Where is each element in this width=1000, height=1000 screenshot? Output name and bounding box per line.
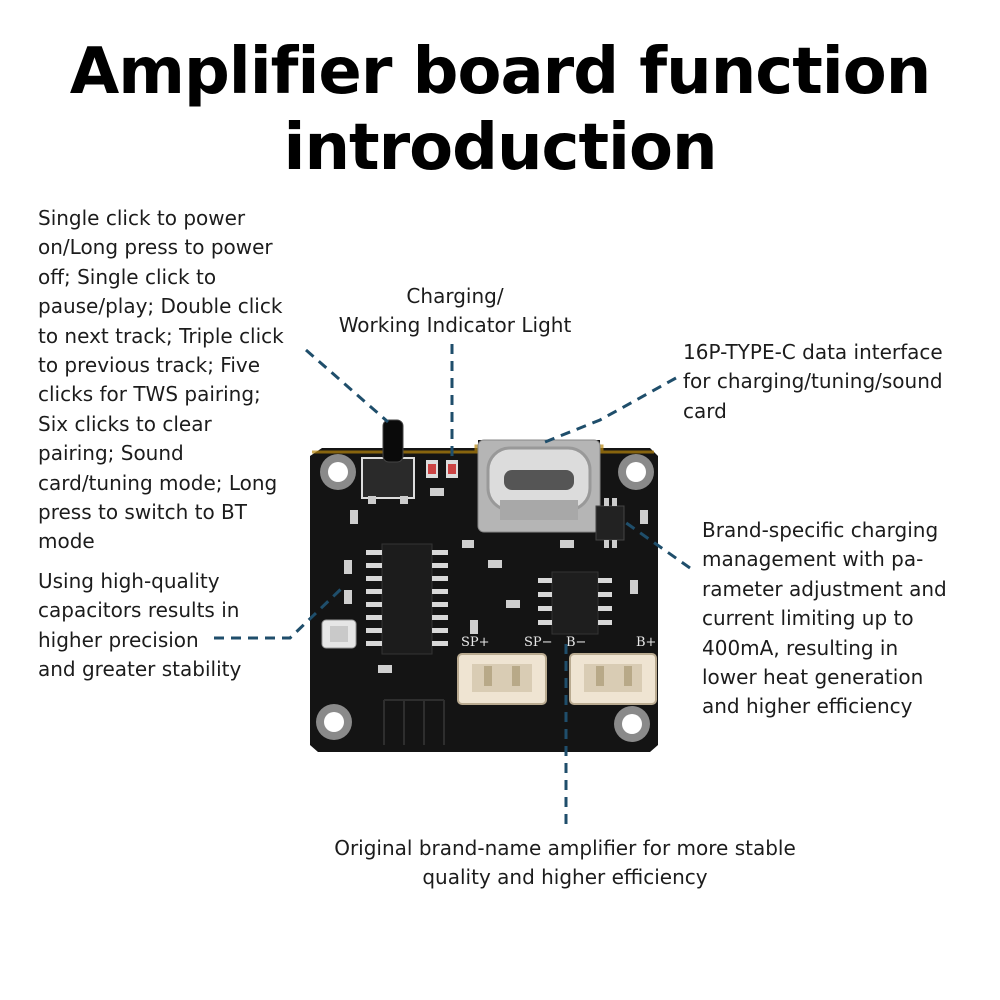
page-title-line-1: Amplifier board function <box>69 35 932 109</box>
power-button <box>361 419 415 504</box>
page-title: Amplifier board function introduction <box>0 34 1000 186</box>
note-power-button: Single click to power on/Long press to p… <box>38 206 284 554</box>
note-capacitors: Using high-quality capacitors results in… <box>38 569 242 682</box>
mounting-hole <box>618 454 654 490</box>
mounting-hole <box>316 704 352 740</box>
antenna-traces <box>383 699 445 745</box>
charging-chip <box>595 498 625 548</box>
silk-sp-plus: SP+ <box>461 635 490 650</box>
leader-line-capacitors <box>214 586 344 640</box>
leader-line-typec <box>539 376 677 446</box>
indicator-leds <box>426 460 458 478</box>
silk-b-plus: B+ <box>636 635 656 650</box>
smd-components <box>344 488 648 673</box>
note-charging-management: Brand-specific charging management with … <box>702 518 947 719</box>
mounting-hole <box>614 706 650 742</box>
silk-sp-minus: SP− <box>524 635 553 650</box>
amplifier-chip <box>538 571 612 635</box>
bluetooth-chip <box>366 543 448 655</box>
leader-lines <box>214 344 691 828</box>
battery-connector <box>569 653 657 705</box>
note-indicator-light: Charging/ Working Indicator Light <box>338 284 572 338</box>
silk-b-minus: B− <box>566 635 586 650</box>
leader-line-charging <box>621 518 691 570</box>
note-type-c-interface: 16P-TYPE-C data interface for charging/t… <box>683 340 943 423</box>
note-amplifier-chip: Original brand-name amplifier for more s… <box>334 836 796 890</box>
capacitor <box>321 619 357 649</box>
leader-line-button <box>305 348 389 424</box>
page-title-line-2: introduction <box>283 111 718 185</box>
mounting-hole <box>320 454 356 490</box>
usb-type-c-port <box>477 439 601 533</box>
amplifier-board: SP+ SP− B− B+ <box>310 419 658 752</box>
speaker-connector <box>457 653 547 705</box>
